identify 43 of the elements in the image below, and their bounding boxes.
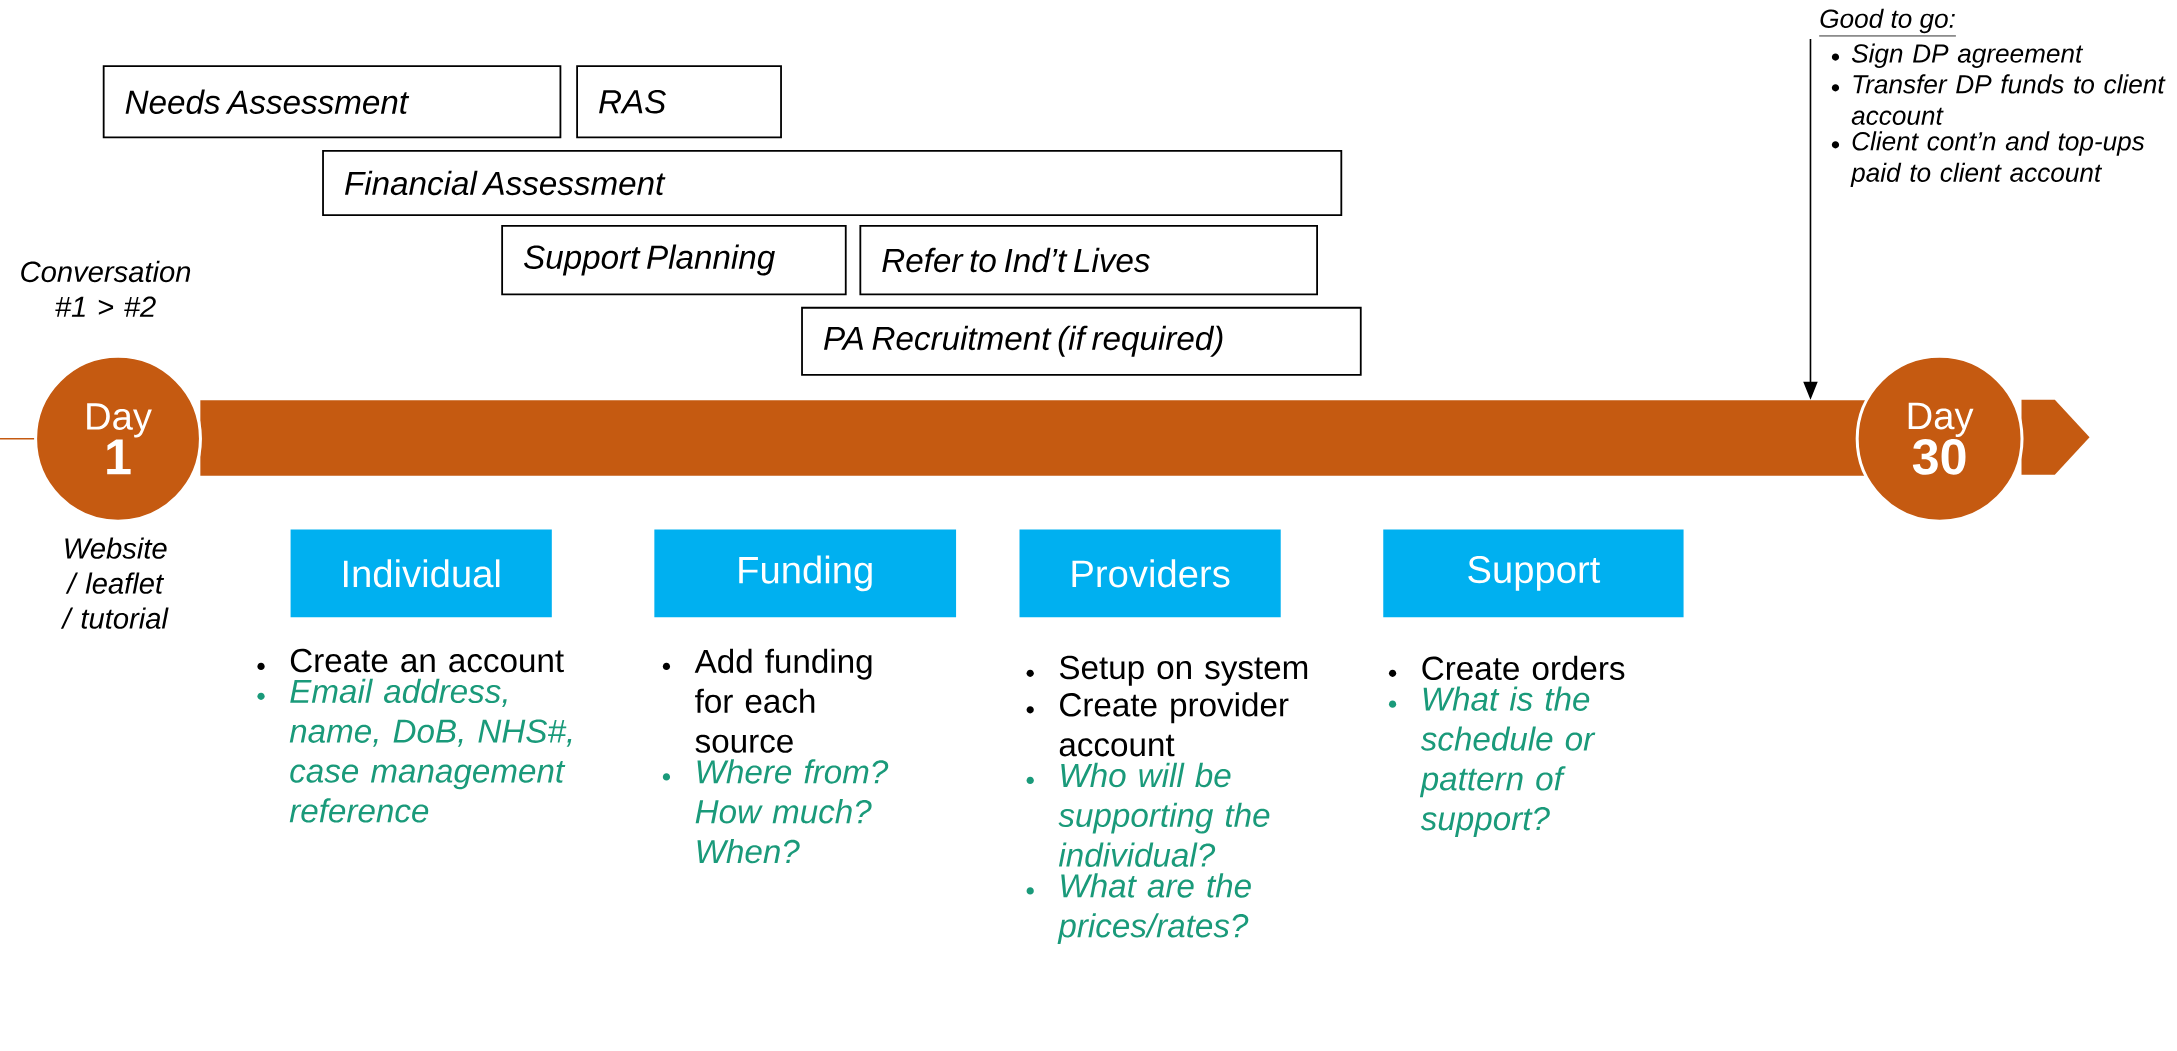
bullet-item: What are the prices/rates? — [1026, 873, 1251, 945]
box-text: Providers — [1072, 559, 1230, 588]
task-box — [859, 224, 1318, 296]
note-heading: Good to go: — [1818, 8, 1957, 37]
box-text: Support — [1468, 556, 1601, 591]
category-box — [1019, 529, 1281, 618]
bullet-item: Where from? How much? When? — [662, 759, 889, 864]
bullet-item: Create an account — [257, 648, 564, 673]
bullet-item: Add funding for each source — [662, 648, 872, 753]
caption-text: Website / leaflet / tutorial — [60, 537, 169, 629]
bullet-item: Who will be supporting the individual? — [1026, 762, 1270, 867]
box-text: Refer to Ind’t Lives — [882, 247, 1150, 273]
day-label: Day — [87, 403, 152, 438]
day-circle — [34, 354, 202, 523]
box-text: PA Recruitment (if required) — [824, 325, 1223, 357]
task-box — [801, 306, 1362, 376]
bullet-item: What is the schedule or pattern of support? — [1388, 686, 1596, 837]
connector-line — [0, 437, 35, 440]
box-text: Individual — [343, 559, 500, 588]
bullet-item: Setup on system — [1026, 655, 1308, 686]
task-box — [322, 149, 1343, 216]
box-text: Support Planning — [524, 244, 775, 276]
category-box — [654, 529, 957, 618]
box-text: Financial Assessment — [345, 170, 666, 196]
day-number: 1 — [107, 439, 131, 475]
task-box — [576, 65, 782, 139]
day-label: Day — [1908, 402, 1974, 437]
caption-text: Conversation #1 > #2 — [21, 260, 191, 317]
task-box — [501, 224, 847, 296]
box-text: Funding — [739, 555, 872, 592]
day-circle — [1855, 354, 2024, 523]
category-box — [290, 529, 552, 618]
category-box — [1383, 529, 1684, 618]
bullet-item: Transfer DP funds to client account — [1831, 74, 2166, 125]
bullet-item: Client cont’n and top-ups paid to client account — [1831, 131, 2145, 188]
day-number: 30 — [1912, 439, 1966, 475]
box-text: Needs Assessment — [125, 89, 410, 114]
bullet-item: Sign DP agreement — [1831, 43, 2084, 68]
bullet-item: Create orders — [1388, 655, 1625, 681]
bullet-item: Create provider account — [1026, 692, 1289, 757]
box-text: RAS — [599, 90, 666, 114]
bullet-item: Email address, name, DoB, NHS#, case management reference — [257, 678, 572, 823]
task-box — [102, 65, 562, 139]
